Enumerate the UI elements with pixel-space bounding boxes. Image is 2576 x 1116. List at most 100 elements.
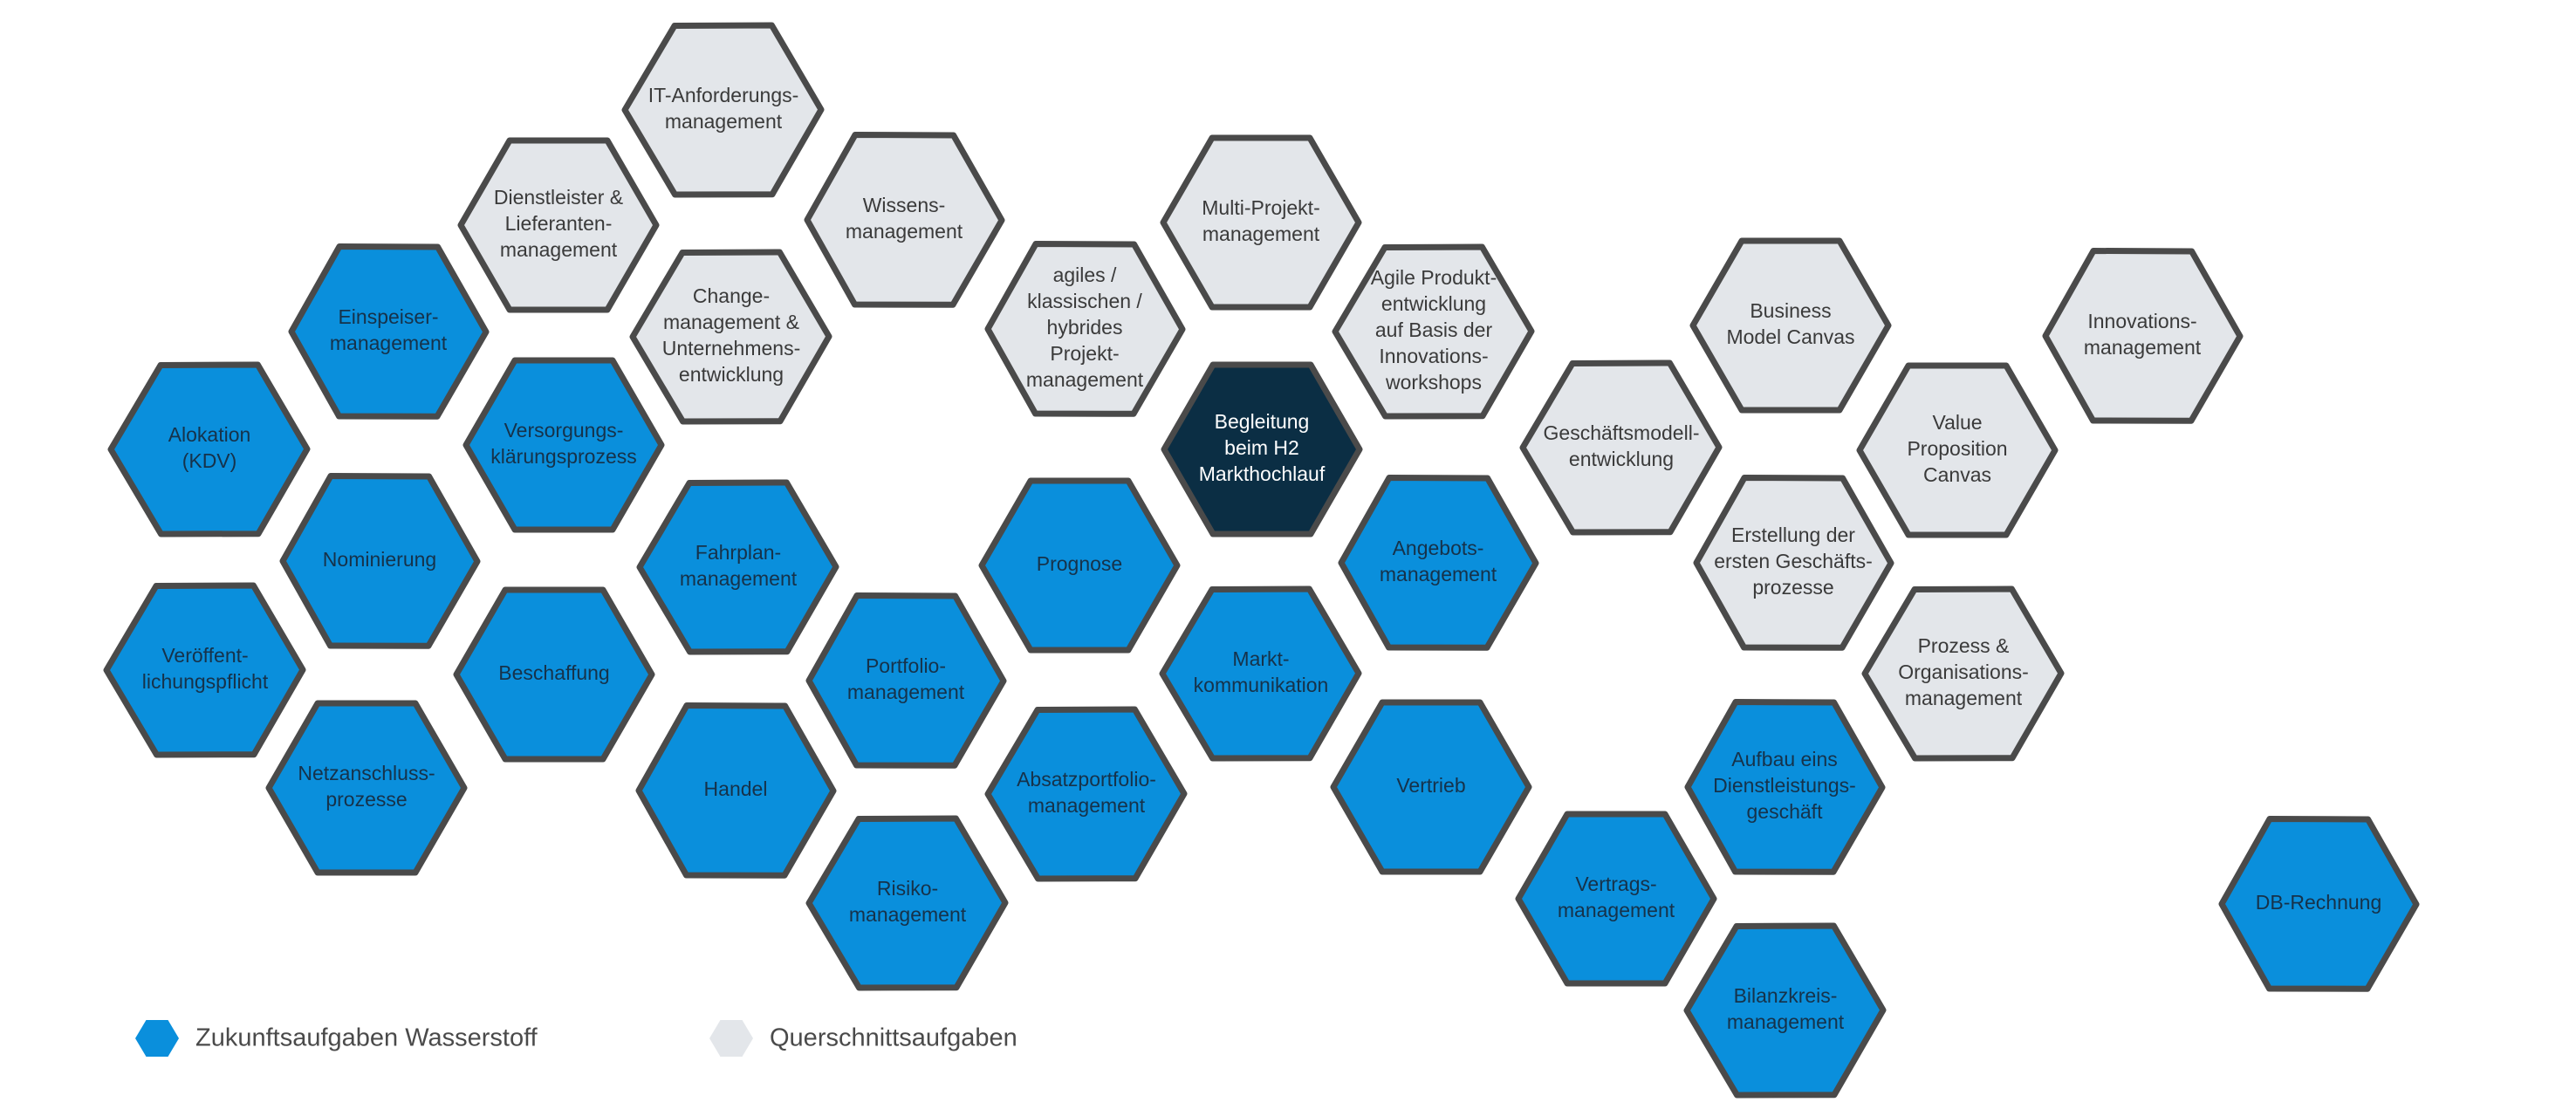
hexagon-shape — [621, 22, 825, 198]
hexagon-label: Dienstleister &Lieferanten-management — [494, 186, 623, 261]
hexagon-label-line: management — [1727, 1010, 1845, 1033]
hexagon-label-line: management — [2084, 336, 2202, 359]
hexagon-label-line: Model Canvas — [1726, 325, 1854, 348]
hexagon-angebotsmanagement: Angebots-management — [1338, 475, 1539, 651]
hexagon-label-line: Organisations- — [1898, 661, 2029, 683]
hexagon-label: Markt-kommunikation — [1194, 647, 1329, 696]
hexagon-shape — [457, 137, 660, 313]
hexagon-label: Prozess & Organisations-management — [1898, 634, 2029, 709]
hexagon-beschaffung: Beschaffung — [453, 586, 655, 763]
hexagon-label: IT-Anforderungs-management — [648, 84, 799, 133]
hexagon-label-line: geschäft — [1747, 800, 1824, 823]
hexagon-shape — [1515, 811, 1717, 987]
legend-label: Querschnittsaufgaben — [770, 1024, 1017, 1052]
hexagon-label: Vertrags-management — [1558, 873, 1675, 921]
hexagon-label-line: prozesse — [325, 788, 407, 811]
hexagon-shape — [265, 700, 468, 876]
hexagon-shape — [1689, 237, 1892, 414]
hexagon-veroeffentlichungspflicht: Veröffent-lichungspflicht — [103, 582, 306, 758]
hexagon-vertrieb: Vertrieb — [1330, 699, 1532, 875]
hexagon-shape — [978, 477, 1181, 654]
hexagon-shape — [2042, 248, 2244, 424]
hexagon-label-line: Dienstleister & — [494, 186, 623, 209]
hexagon-shape — [984, 241, 1186, 417]
hexagon-vertragsmanagement: Vertrags-management — [1515, 811, 1717, 987]
hexagon-label-line: Veröffent- — [161, 644, 248, 667]
hexagon-label-line: management — [1026, 368, 1144, 391]
hexagon-fahrplanmanagement: Fahrplan-management — [636, 479, 839, 655]
hexagon-shape — [1861, 585, 2065, 762]
hexagon-shape — [279, 473, 481, 649]
hexagon-shape — [1693, 475, 1894, 651]
hexagon-it-anforderungsmanagement: IT-Anforderungs-management — [621, 22, 825, 198]
hexagon-shape — [636, 479, 839, 655]
hexagon-shape — [805, 815, 1009, 991]
hexagon-label-line: Prozess & — [1918, 634, 2010, 657]
hexagon-label-line: Absatzportfolio- — [1017, 768, 1156, 791]
hexagon-label-line: Angebots- — [1393, 537, 1484, 559]
hexagon-label-line: Projekt- — [1050, 342, 1119, 365]
hexagon-absatzportfoliomanagement: Absatzportfolio-management — [984, 706, 1188, 882]
hexagon-alokation-kdv: Alokation (KDV) — [107, 361, 311, 537]
hexagon-label: Wissens-management — [846, 194, 963, 243]
hexagon-einspeisermanagement: Einspeiser-management — [288, 243, 490, 420]
legend-item-blue: Zukunftsaufgaben Wasserstoff — [135, 1020, 538, 1057]
hexagon-label-line: management — [330, 332, 448, 354]
legend-swatch-hexagon — [135, 1020, 179, 1057]
hexagon-shape — [1519, 359, 1723, 536]
hexagon-label-line: management & — [663, 311, 799, 333]
hexagon-label: DB-Rechnung — [2256, 891, 2381, 914]
hexagon-label-line: management — [665, 110, 783, 133]
hexagon-label-line: management — [1905, 687, 2023, 709]
hexagon-label-line: (KDV) — [182, 449, 237, 472]
hexagon-db-rechnung: DB-Rechnung — [2218, 816, 2420, 992]
hexagon-label-line: Portfolio- — [866, 654, 946, 677]
hexagon-label: Vertrieb — [1396, 774, 1465, 797]
hexagon-label-line: agiles / — [1053, 264, 1117, 286]
hexagon-label-line: Wissens- — [863, 194, 946, 216]
hexagon-label-line: Canvas — [1923, 463, 1991, 486]
hexagon-label-line: management — [500, 238, 618, 261]
hexagon-label-line: Change- — [693, 284, 770, 307]
hexagon-label: Risiko-management — [849, 877, 967, 926]
hexagon-prognose: Prognose — [978, 477, 1181, 654]
hexagon-shape — [804, 132, 1005, 308]
hexagon-label: Fahrplan-management — [680, 541, 798, 590]
hexagon-label: Einspeiser-management — [330, 305, 448, 354]
hexagon-label: Bilanzkreis-management — [1727, 984, 1845, 1033]
hexagon-label-line: entwicklung — [1381, 292, 1486, 315]
hexagon-label-line: Risiko- — [877, 877, 938, 900]
hexagon-label-line: Value — [1932, 411, 1982, 434]
hexagon-label: Versorgungs-klärungsprozess — [490, 419, 636, 468]
hexagon-label-line: Markt- — [1232, 647, 1289, 670]
hexagon-shape — [1683, 922, 1887, 1099]
hexagon-label-line: Alokation — [168, 423, 251, 446]
hexagon-label-line: Innovations- — [2087, 310, 2196, 332]
hexagon-label-line: Proposition — [1907, 437, 2007, 460]
hexagon-layer: IT-Anforderungs-managementDienstleister … — [103, 22, 2420, 1099]
hexagon-label-line: klärungsprozess — [490, 445, 636, 468]
hexagon-label-line: Agile Produkt- — [1371, 266, 1497, 289]
hexagon-shape — [1160, 134, 1362, 311]
hexagon-label-line: management — [846, 220, 963, 243]
hexagon-label-line: hybrides — [1047, 316, 1123, 339]
legend-label: Zukunftsaufgaben Wasserstoff — [195, 1024, 538, 1052]
hexagon-shape — [1684, 699, 1886, 875]
hexagon-shape — [1161, 361, 1363, 537]
hexagon-label-line: Begleitung — [1215, 410, 1310, 433]
hexagon-versorgungsklaerungsprozess: Versorgungs-klärungsprozess — [462, 357, 665, 533]
hexagon-label: Multi-Projekt-management — [1202, 196, 1319, 245]
